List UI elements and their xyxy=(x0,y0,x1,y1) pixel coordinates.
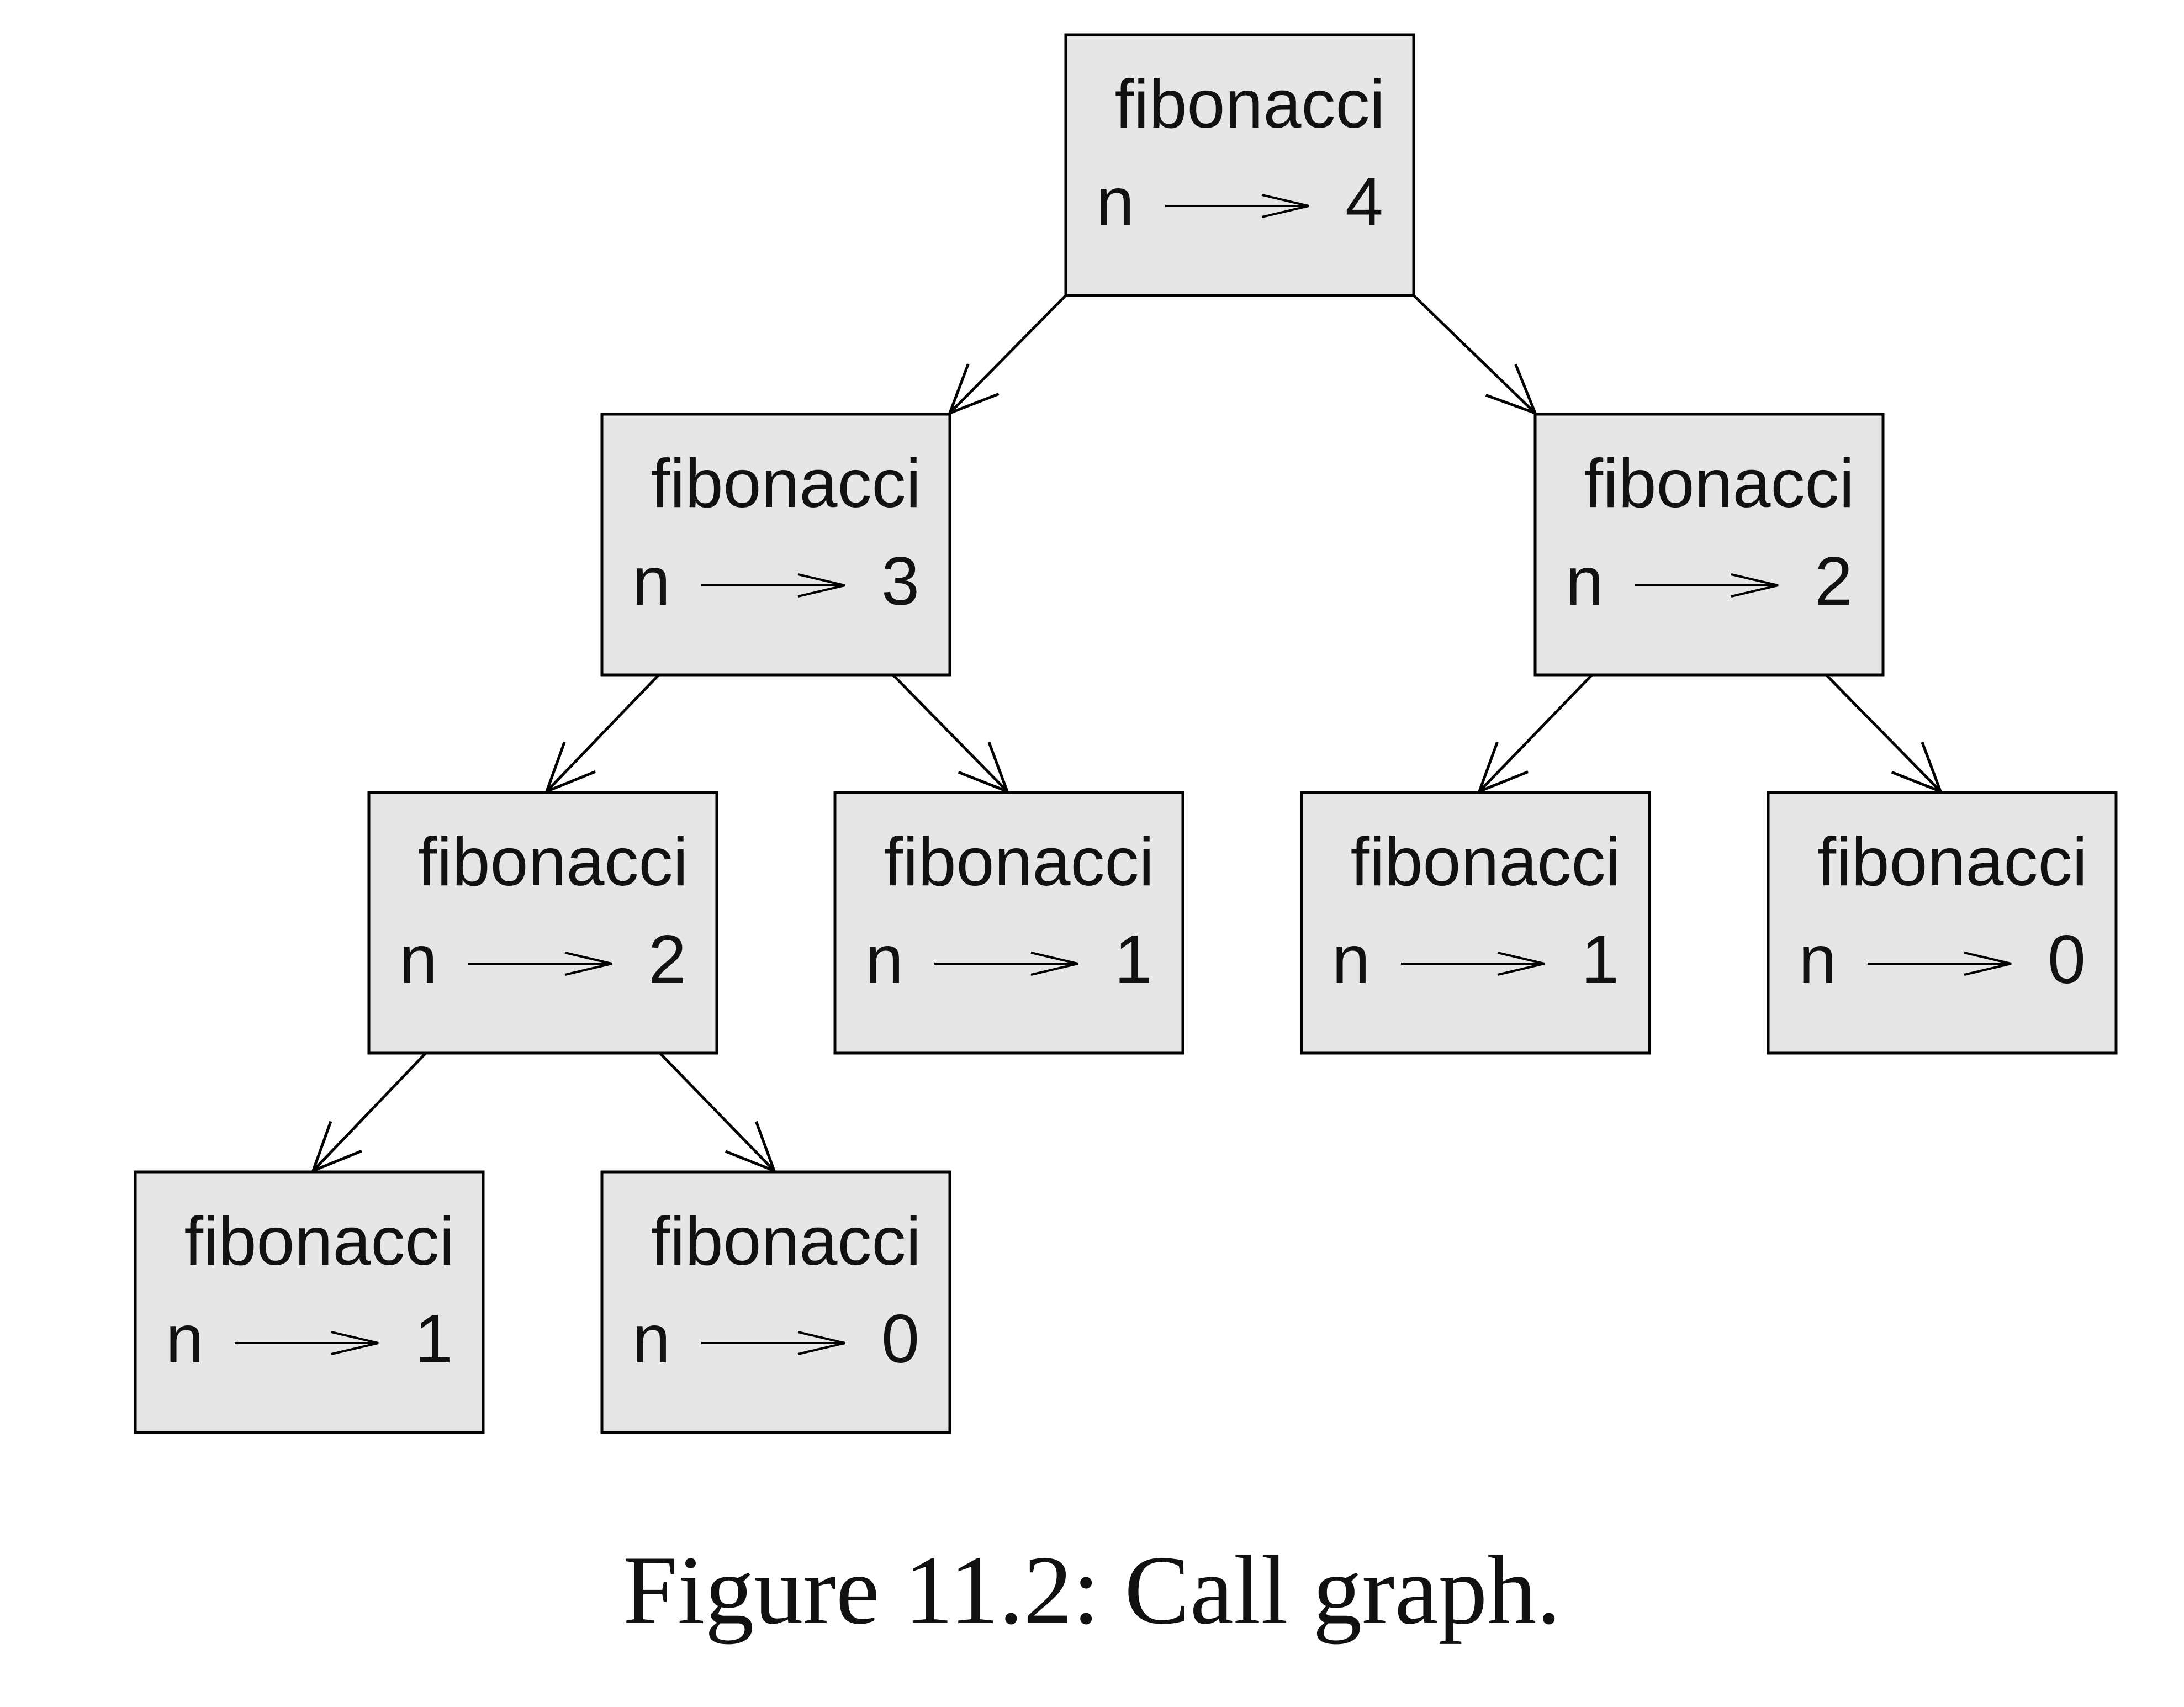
reference-arrow-icon xyxy=(1635,573,1779,598)
frame-box xyxy=(833,791,1184,1055)
call-edge-line xyxy=(1825,674,1942,792)
variable-value: 2 xyxy=(648,922,686,998)
frame-box xyxy=(134,1170,485,1434)
variable-name: n xyxy=(399,922,437,998)
frame-box xyxy=(1300,791,1651,1055)
variable-name: n xyxy=(166,1301,204,1377)
variable-value: 1 xyxy=(1114,922,1152,998)
function-name: fibonacci xyxy=(1115,66,1385,142)
function-name: fibonacci xyxy=(1584,446,1854,522)
reference-arrow-icon xyxy=(934,952,1078,976)
call-edge-line xyxy=(1413,294,1536,414)
variable-value: 4 xyxy=(1345,164,1383,240)
function-name: fibonacci xyxy=(1817,824,2087,900)
call-edge xyxy=(947,294,1067,416)
stack-frame: fibonacci n 0 xyxy=(1767,791,2118,1055)
call-edge xyxy=(659,1052,777,1174)
variable-value: 1 xyxy=(1581,922,1619,998)
variable-name: n xyxy=(632,543,670,620)
stack-frame: fibonacci n 0 xyxy=(600,1170,951,1434)
call-edge xyxy=(1477,674,1593,794)
stack-frame: fibonacci n 1 xyxy=(1300,791,1651,1055)
stack-frame: fibonacci n 1 xyxy=(134,1170,485,1434)
stack-frame: fibonacci n 4 xyxy=(1064,33,1415,297)
variable-name: n xyxy=(632,1301,670,1377)
frame-box xyxy=(367,791,718,1055)
reference-arrow-icon xyxy=(1868,952,2012,976)
stack-frame: fibonacci n 1 xyxy=(833,791,1184,1055)
call-edge xyxy=(892,674,1010,794)
call-edge-line xyxy=(949,294,1067,414)
stack-frame: fibonacci n 2 xyxy=(367,791,718,1055)
variable-value: 0 xyxy=(2048,922,2086,998)
reference-arrow-icon xyxy=(235,1331,379,1355)
variable-name: n xyxy=(1332,922,1370,998)
reference-arrow-icon xyxy=(468,952,612,976)
frame-box xyxy=(1767,791,2118,1055)
figure-caption: Figure 11.2: Call graph. xyxy=(623,1535,1561,1645)
frame-box xyxy=(600,413,951,677)
variable-name: n xyxy=(1799,922,1837,998)
call-edge-line xyxy=(312,1052,427,1172)
stack-frame: fibonacci n 2 xyxy=(1533,413,1885,677)
frame-box xyxy=(1533,413,1885,677)
reference-arrow-icon xyxy=(701,573,845,598)
call-edge xyxy=(1825,674,1943,794)
function-name: fibonacci xyxy=(184,1203,454,1280)
variable-name: n xyxy=(1566,543,1604,620)
call-edge xyxy=(544,674,660,794)
variable-name: n xyxy=(1096,164,1134,240)
function-name: fibonacci xyxy=(418,824,688,900)
reference-arrow-icon xyxy=(1165,194,1309,218)
variable-value: 3 xyxy=(881,543,919,620)
call-edge-line xyxy=(1478,674,1593,792)
function-name: fibonacci xyxy=(1351,824,1621,900)
call-edge-line xyxy=(659,1052,775,1172)
call-edge-line xyxy=(546,674,660,792)
variable-value: 1 xyxy=(415,1301,453,1377)
function-name: fibonacci xyxy=(651,1203,921,1280)
stack-frame: fibonacci n 3 xyxy=(600,413,951,677)
frame-box xyxy=(1064,33,1415,297)
variable-name: n xyxy=(865,922,903,998)
function-name: fibonacci xyxy=(651,446,921,522)
reference-arrow-icon xyxy=(701,1331,845,1355)
function-name: fibonacci xyxy=(884,824,1154,900)
call-edge-line xyxy=(892,674,1008,792)
variable-value: 0 xyxy=(881,1301,919,1377)
frame-box xyxy=(600,1170,951,1434)
call-edge xyxy=(310,1052,427,1174)
variable-value: 2 xyxy=(1815,543,1853,620)
reference-arrow-icon xyxy=(1401,952,1545,976)
call-edge xyxy=(1413,294,1538,416)
